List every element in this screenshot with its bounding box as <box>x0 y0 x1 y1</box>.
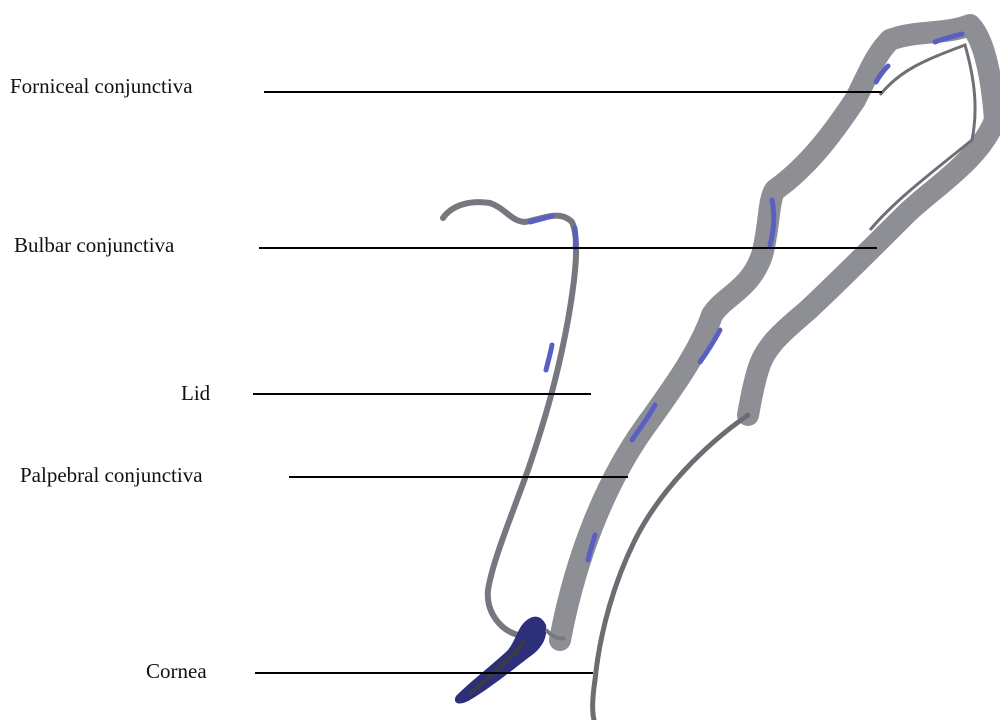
leader-line-lid <box>253 393 591 395</box>
lid-tissue-strand <box>443 202 576 635</box>
lid-margin-shadow <box>470 640 525 694</box>
bulbar-forniceal-tissue <box>560 25 995 640</box>
leader-line-cornea <box>255 672 593 674</box>
leader-line-palpebral <box>289 476 628 478</box>
label-cornea: Cornea <box>146 659 207 683</box>
lid-margin-deposit <box>455 617 546 704</box>
label-forniceal-conjunctiva: Forniceal conjunctiva <box>10 74 193 98</box>
label-lid: Lid <box>181 381 210 405</box>
label-bulbar-conjunctiva: Bulbar conjunctiva <box>14 233 174 257</box>
label-palpebral-conjunctiva: Palpebral conjunctiva <box>20 463 203 487</box>
leader-line-forniceal <box>264 91 882 93</box>
leader-line-bulbar <box>259 247 877 249</box>
